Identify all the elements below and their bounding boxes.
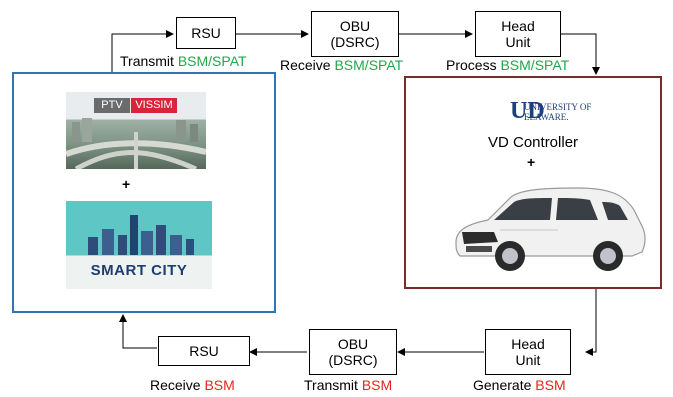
process-top-text: Process BSM/SPAT [446,57,570,73]
head-unit-top-label: Head Unit [501,18,535,50]
receive-top-text: Receive BSM/SPAT [280,57,404,73]
left-plus: + [122,176,131,192]
head-unit-top-box: Head Unit [475,11,561,57]
right-plus: + [527,154,536,170]
rsu-bottom-label: RSU [189,343,219,359]
head-unit-bottom-label: Head Unit [511,336,545,368]
obu-bottom-label: OBU (DSRC) [328,336,378,368]
arrow-rsu-to-left [119,314,157,349]
msg-red: BSM [204,377,235,393]
arrow-right-to-head [585,289,597,356]
rsu-top-box: RSU [176,17,236,49]
msg-red: BSM [535,377,566,393]
ptv-badge: PTV [94,98,130,113]
rsu-bottom-box: RSU [158,336,250,366]
obu-bottom-box: OBU (DSRC) [309,329,397,375]
vd-controller-label: VD Controller [488,134,579,151]
smart-city-image: SMART CITY [66,201,212,289]
head-unit-bottom-box: Head Unit [485,329,571,375]
logo-line1: UNIVERSITY OF [524,102,592,112]
rsu-top-label: RSU [191,25,221,41]
generate-bottom-text: Generate BSM [473,377,566,393]
msg-green: BSM/SPAT [334,57,404,73]
car-icon [455,187,646,271]
msg-green: BSM/SPAT [177,53,247,69]
msg-green: BSM/SPAT [500,57,570,73]
transmit-top-text: Transmit BSM/SPAT [120,53,247,69]
receive-bottom-text: Receive BSM [150,377,235,393]
logo-line2: ELAWARE. [524,112,569,122]
obu-top-box: OBU (DSRC) [311,11,399,57]
obu-top-label: OBU (DSRC) [330,18,380,50]
logo-letters: UD [510,98,545,124]
arrow-left-to-rsu [111,30,174,72]
vissim-image: PTV VISSIM [66,92,206,169]
vissim-badge: VISSIM [131,98,177,113]
msg-red: BSM [361,377,393,393]
transmit-bottom-text: Transmit BSM [304,377,393,393]
arrow-head-to-right [561,33,600,75]
city-traffic-image [66,118,206,169]
smart-city-text: SMART CITY [90,262,188,279]
